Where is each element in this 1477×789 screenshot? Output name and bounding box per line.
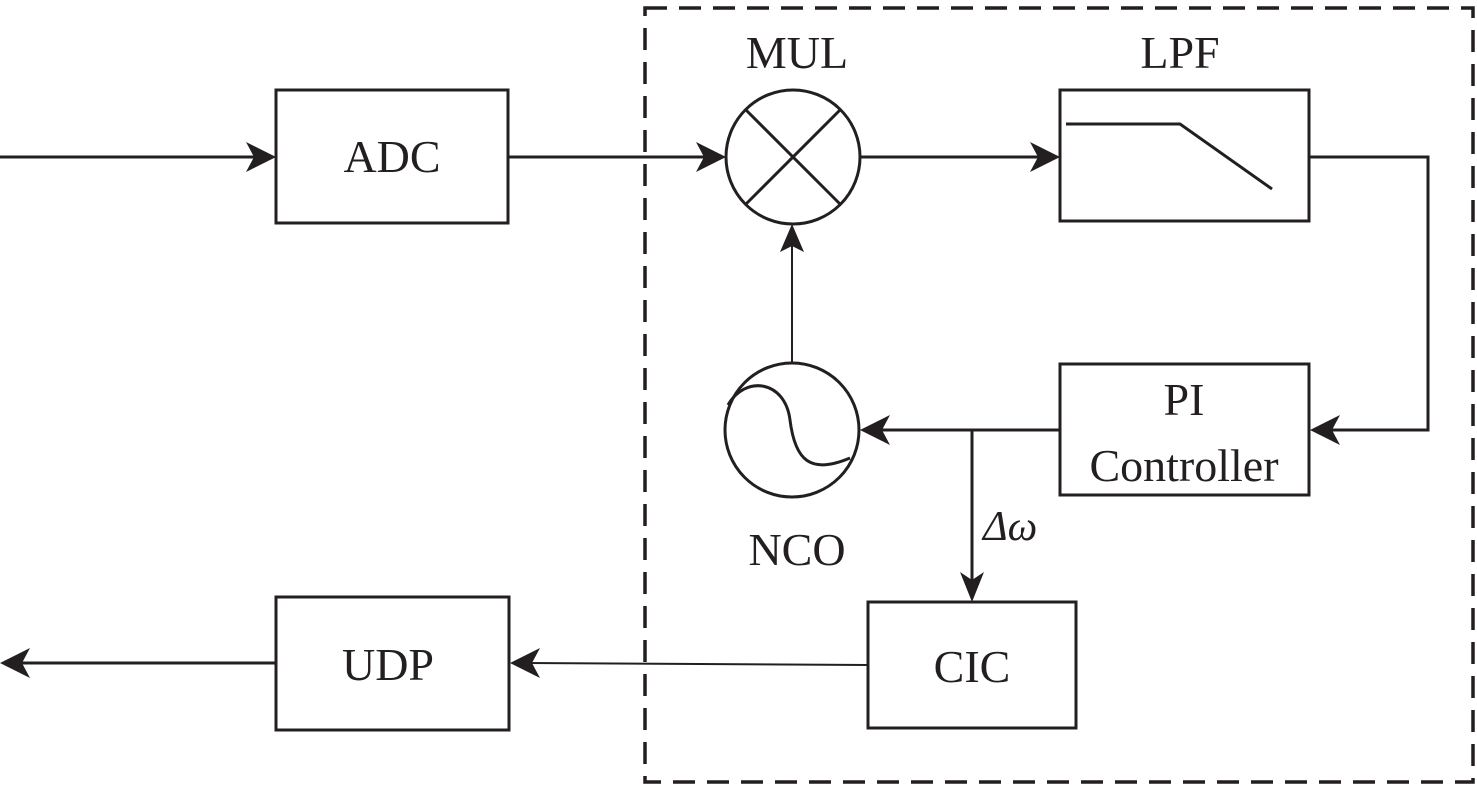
nco-label: NCO	[748, 524, 845, 575]
cic-block: CIC	[866, 600, 1078, 730]
mul-label: MUL	[746, 27, 848, 78]
sine-wave-icon	[726, 384, 851, 467]
delta-omega-arrow	[960, 430, 984, 602]
nco-to-mul-arrow	[780, 224, 804, 363]
cic-to-udp-arrow	[510, 648, 869, 678]
udp-block: UDP	[274, 595, 511, 732]
mul-to-lpf-arrow	[860, 142, 1060, 172]
adc-label: ADC	[343, 131, 440, 182]
pi-label-line1: PI	[1164, 374, 1205, 425]
udp-label: UDP	[342, 639, 434, 690]
lpf-to-pi-arrow	[1309, 155, 1430, 445]
multiplier-icon	[724, 88, 862, 226]
lpf-block	[1058, 88, 1311, 223]
adc-block: ADC	[274, 88, 510, 225]
pi-to-nco-arrow	[860, 415, 1060, 445]
input-arrow	[0, 142, 276, 172]
lpf-label: LPF	[1140, 27, 1219, 78]
nco-block	[723, 361, 861, 499]
pi-controller-block: PI Controller	[1058, 362, 1311, 497]
output-arrow	[0, 648, 276, 678]
pll-boundary	[643, 6, 1475, 784]
cic-label: CIC	[934, 641, 1011, 692]
pi-label-line2: Controller	[1089, 440, 1278, 491]
lowpass-response-icon	[1066, 122, 1273, 191]
delta-omega-label: Δω	[981, 504, 1037, 550]
adc-to-mul-arrow	[508, 142, 726, 172]
